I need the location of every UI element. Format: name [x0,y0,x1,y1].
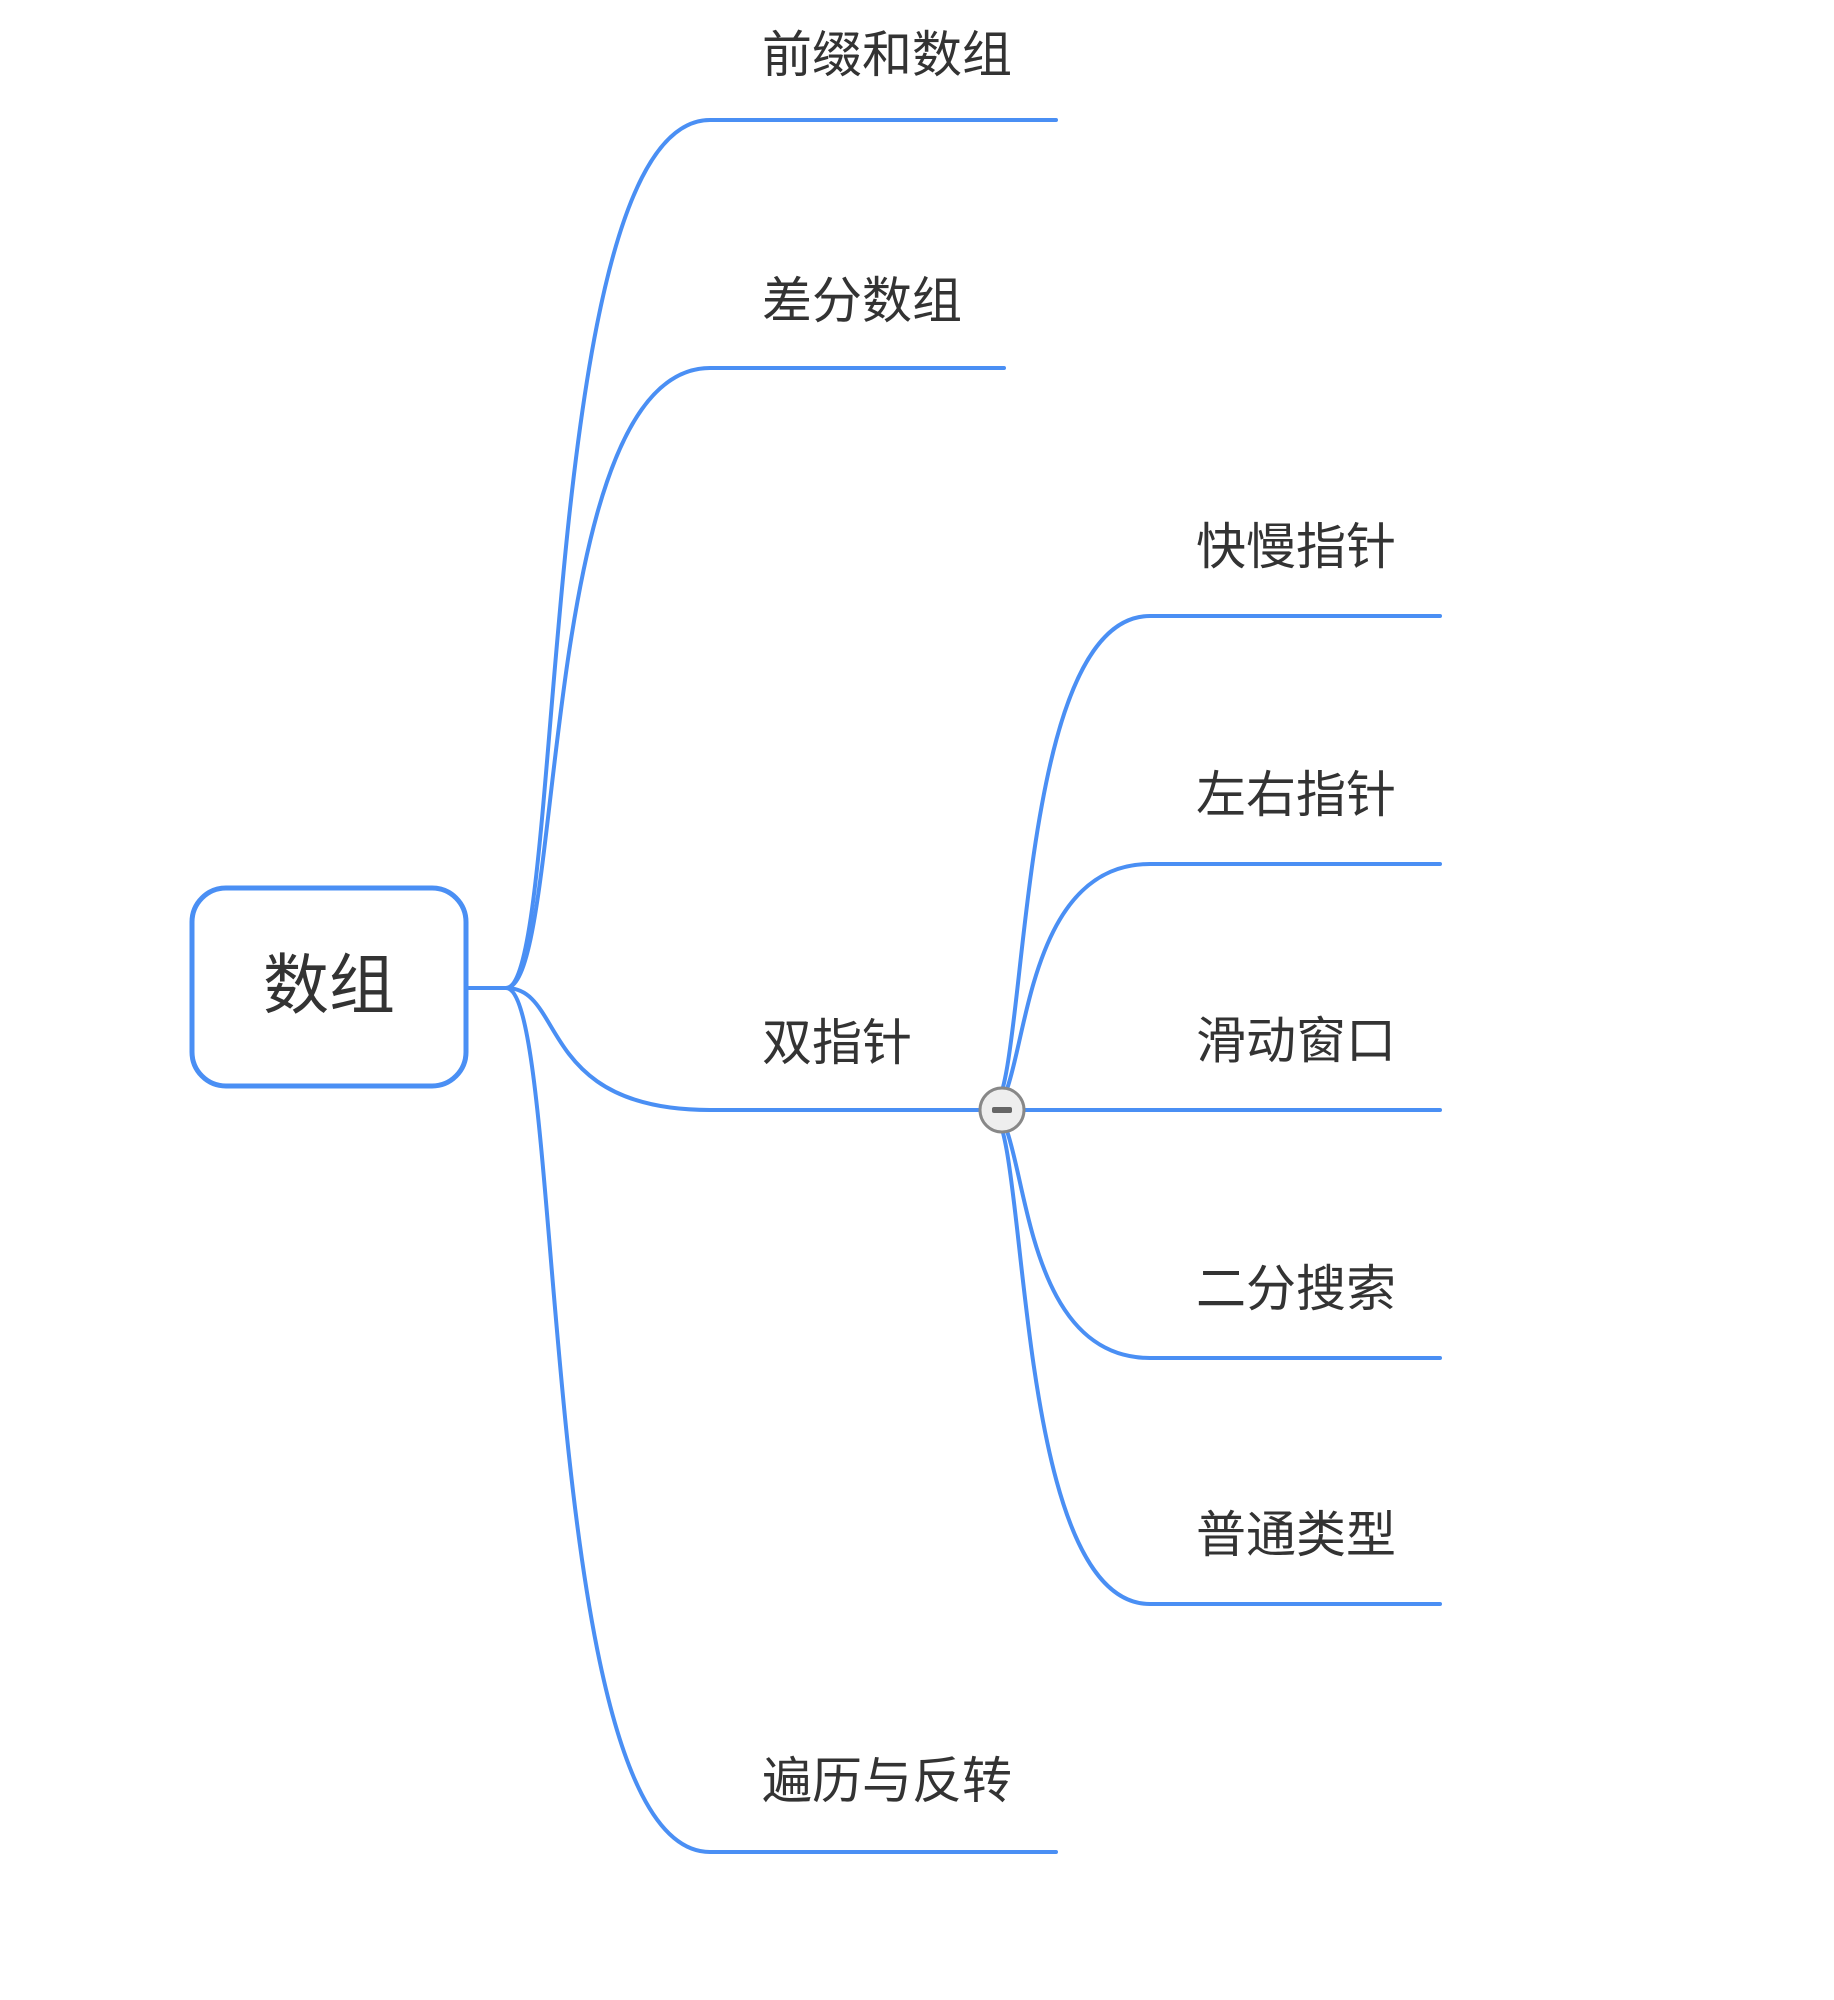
branch-connector [504,986,982,1112]
sub-branch-label: 普通类型 [1196,1506,1396,1564]
branch-label: 前缀和数组 [762,26,1012,84]
branch-traverse-reverse[interactable]: 遍历与反转 [762,1752,1012,1810]
sub-branch-label: 快慢指针 [1196,518,1396,576]
sub-branch-connector [988,862,1442,1112]
sub-branch-left-right-pointers[interactable]: 左右指针 [1196,766,1396,824]
sub-branch-fast-slow-pointers[interactable]: 快慢指针 [1196,518,1396,576]
branch-label: 差分数组 [762,272,962,330]
connectors [464,118,1442,1854]
minus-circle-icon[interactable] [978,1086,1026,1134]
branch-connector [504,118,1058,990]
branch-label: 遍历与反转 [762,1752,1012,1810]
sub-branch-label: 左右指针 [1196,766,1396,824]
sub-branch-sliding-window[interactable]: 滑动窗口 [1196,1012,1396,1070]
branch-label: 双指针 [762,1014,912,1072]
branch-difference-array[interactable]: 差分数组 [762,272,962,330]
sub-branch-connector [988,614,1442,1112]
root-node-box[interactable] [189,885,469,1089]
sub-branch-label: 滑动窗口 [1196,1012,1396,1070]
sub-branch-label: 二分搜索 [1196,1260,1396,1318]
branch-two-pointers[interactable]: 双指针 [762,1014,912,1072]
sub-branch-connector [988,1108,1442,1360]
root-node-label: 数组 [263,947,395,1024]
branch-prefix-sum[interactable]: 前缀和数组 [762,26,1012,84]
sub-branch-connector [988,1108,1442,1606]
root-node[interactable]: 数组 [189,885,469,1089]
branch-connector [504,366,1006,990]
sub-branch-binary-search[interactable]: 二分搜索 [1196,1260,1396,1318]
branch-connector [504,986,1058,1854]
sub-branch-normal-type[interactable]: 普通类型 [1196,1506,1396,1564]
